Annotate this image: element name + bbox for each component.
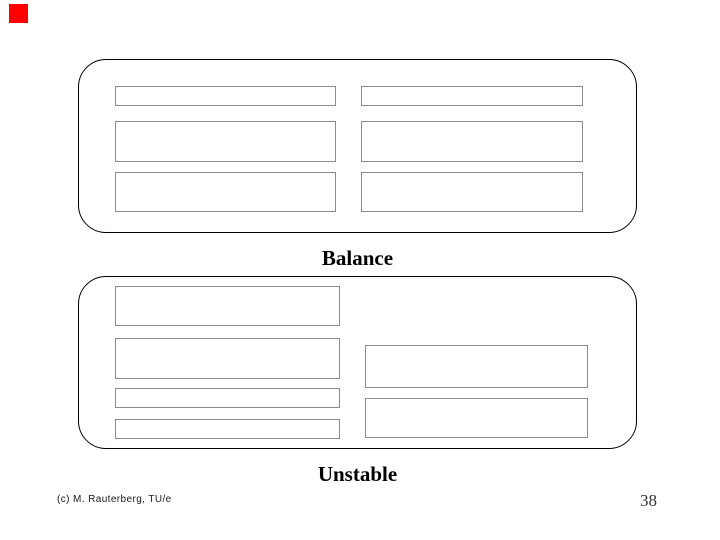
placeholder-box (115, 172, 336, 212)
copyright-text: (c) M. Rauterberg, TU/e (57, 494, 172, 505)
red-square-marker (9, 4, 28, 23)
page-number: 38 (640, 491, 657, 510)
unstable-label: Unstable (317, 462, 398, 486)
placeholder-box (115, 419, 340, 439)
placeholder-box (115, 121, 336, 162)
placeholder-box (365, 398, 588, 438)
placeholder-box (361, 121, 583, 162)
balance-label: Balance (321, 246, 394, 270)
placeholder-box (115, 388, 340, 408)
placeholder-box (361, 172, 583, 212)
placeholder-box (361, 86, 583, 106)
placeholder-box (115, 338, 340, 379)
placeholder-box (115, 86, 336, 106)
placeholder-box (115, 286, 340, 326)
placeholder-box (365, 345, 588, 388)
